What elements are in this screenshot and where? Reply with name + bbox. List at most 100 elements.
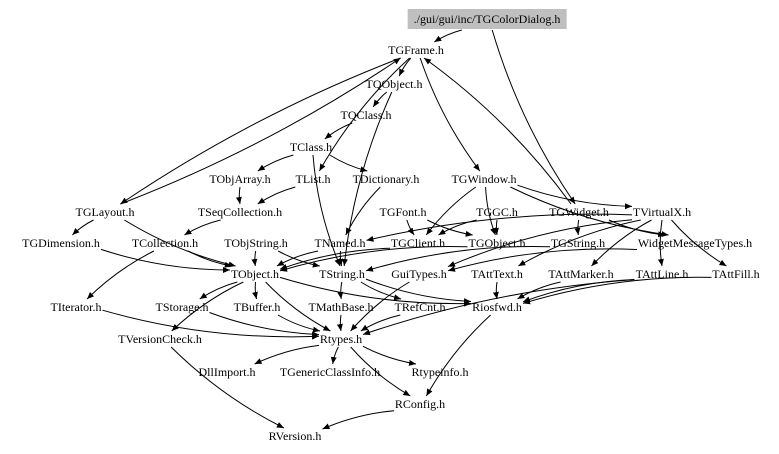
node-tattfill[interactable]: TAttFill.h [712, 267, 760, 281]
edge-tseqcollection-to-tcollection [184, 219, 221, 236]
edge-tcollection-to-tobject [187, 250, 232, 268]
node-tobjstring[interactable]: TObjString.h [224, 236, 288, 250]
node-tstorage[interactable]: TStorage.h [155, 300, 209, 314]
edge-widgetmessagetypes-to-guitypes [447, 248, 638, 272]
node-tclass[interactable]: TClass.h [289, 140, 333, 154]
node-tattline[interactable]: TAttLine.h [635, 267, 689, 281]
node-tgframe[interactable]: TGFrame.h [388, 43, 444, 57]
edge-guitypes-to-rtypes [350, 281, 410, 332]
edge-tatttext-to-riosfwd [492, 281, 499, 300]
node-guitypes[interactable]: GuiTypes.h [391, 267, 447, 281]
edge-tclass-to-tstring [312, 154, 341, 267]
edge-rtypes-to-dllimport [254, 344, 320, 365]
node-tgdimension[interactable]: TGDimension.h [22, 236, 100, 250]
node-tstring[interactable]: TString.h [319, 267, 365, 281]
node-tseqcollection[interactable]: TSeqCollection.h [197, 205, 283, 219]
edge-tattfill-to-riosfwd [522, 276, 712, 305]
edge-tvirtualx-to-tnamed [366, 213, 633, 242]
edge-tstring-to-riosfwd [365, 278, 472, 305]
node-tobjarray[interactable]: TObjArray.h [209, 172, 271, 186]
node-tlist[interactable]: TList.h [295, 172, 331, 186]
edge-tstring-to-tmathbase [337, 281, 344, 300]
edge-rtypes-to-rtypeinfo [362, 345, 417, 366]
node-titerator[interactable]: TIterator.h [50, 300, 102, 314]
edge-tobject-to-rtypes [265, 281, 331, 332]
node-riosfwd[interactable]: Riosfwd.h [472, 300, 522, 314]
node-tgwidget[interactable]: TGWidget.h [549, 205, 609, 219]
node-rconfig[interactable]: RConfig.h [394, 397, 446, 411]
edge-tmathbase-to-rtypes [336, 314, 343, 332]
edge-tggc-to-tgobject [492, 219, 499, 236]
edge-tnamed-to-tstring [337, 250, 343, 267]
node-trefcnt[interactable]: TRefCnt.h [394, 300, 446, 314]
node-tattmarker[interactable]: TAttMarker.h [548, 267, 614, 281]
edge-tvirtualx-to-tatttext [518, 219, 641, 267]
edge-tobject-to-riosfwd [279, 276, 472, 307]
node-tbuffer[interactable]: TBuffer.h [233, 300, 281, 314]
node-tqclass[interactable]: TQClass.h [340, 108, 392, 122]
node-tcollection[interactable]: TCollection.h [131, 236, 199, 250]
edge-tgframe-to-tqobject [398, 57, 412, 77]
edge-trefcnt-to-rtypes [360, 314, 401, 332]
edge-tqobject-to-tqclass [372, 91, 388, 108]
edge-tobjarray-to-tseqcollection [235, 186, 242, 205]
node-tgenericclassinfo[interactable]: TGenericClassInfo.h [279, 365, 381, 379]
edge-riosfwd-to-rconfig [425, 314, 491, 397]
edge-tgframe-to-tglayout [120, 57, 401, 205]
node-widgetmessagetypes[interactable]: WidgetMessageTypes.h [637, 236, 753, 250]
edge-tgobject-to-tobject [279, 246, 468, 272]
edge-tobjstring-to-tobject [251, 250, 258, 267]
edge-tobject-to-tbuffer [252, 281, 258, 300]
node-tggc[interactable]: TGGC.h [476, 205, 518, 219]
edge-tgdimension-to-tobject [100, 248, 231, 273]
edge-tstring-to-trefcnt [360, 281, 402, 301]
edge-tcollection-to-titerator [86, 250, 155, 300]
node-tgfont[interactable]: TGFont.h [379, 205, 427, 219]
edge-tgclient-to-tobject [279, 247, 391, 270]
edge-tbuffer-to-rtypes [277, 314, 321, 333]
edge-tqobject-to-tstring [341, 91, 393, 267]
node-tgobject[interactable]: TGObject.h [468, 236, 526, 250]
edge-root-to-tgframe [434, 29, 462, 43]
node-tnamed[interactable]: TNamed.h [314, 236, 366, 250]
edge-tgwindow-to-widgetmessagetypes [510, 186, 669, 238]
edge-tdictionary-to-tnamed [345, 186, 381, 236]
node-rversion[interactable]: RVersion.h [268, 429, 322, 443]
edge-tgframe-to-tgwindow [419, 57, 481, 172]
edge-tglayout-to-tgdimension [72, 219, 94, 236]
edge-tgstring-to-tstring [365, 245, 551, 272]
edge-tgwindow-to-tgclient [425, 186, 477, 236]
edge-tvirtualx-to-tattline [657, 219, 664, 267]
edge-tversioncheck-to-rversion [170, 346, 285, 429]
edge-tgframe-to-tlist [318, 57, 410, 172]
node-tqobject[interactable]: TQObject.h [365, 77, 423, 91]
edge-root-to-tgwidget [491, 29, 576, 205]
node-tdictionary[interactable]: TDictionary.h [352, 172, 420, 186]
edge-tglayout-to-tobject [124, 219, 236, 268]
edge-tattline-to-rtypes [362, 279, 635, 336]
edge-tobject-to-tstorage [199, 281, 238, 300]
node-tmathbase[interactable]: TMathBase.h [308, 300, 374, 314]
node-root[interactable]: ./gui/gui/inc/TGColorDialog.h [407, 9, 567, 29]
edge-tclass-to-tobjarray [257, 154, 294, 172]
edge-tqclass-to-tclass [324, 122, 353, 140]
edge-tgfont-to-tgclient [406, 219, 415, 236]
edge-rconfig-to-rversion [322, 410, 395, 430]
node-rtypeinfo[interactable]: Rtypeinfo.h [411, 365, 469, 379]
edge-titerator-to-rtypes [102, 309, 320, 340]
node-tatttext[interactable]: TAttText.h [471, 267, 523, 281]
node-tversioncheck[interactable]: TVersionCheck.h [118, 332, 202, 346]
node-tgstring[interactable]: TGString.h [550, 236, 606, 250]
node-tobject[interactable]: TObject.h [230, 267, 280, 281]
node-tgclient[interactable]: TGClient.h [390, 236, 446, 250]
node-tglayout[interactable]: TGLayout.h [75, 205, 135, 219]
edge-tobjstring-to-tstring [277, 250, 320, 268]
node-tvirtualx[interactable]: TVirtualX.h [632, 205, 692, 219]
edge-tstorage-to-rtypes [209, 312, 320, 338]
node-dllimport[interactable]: DllImport.h [198, 365, 256, 379]
edge-tobject-to-tversioncheck [171, 281, 244, 332]
node-rtypes[interactable]: Rtypes.h [319, 332, 363, 346]
node-tgwindow[interactable]: TGWindow.h [451, 172, 517, 186]
edge-tgwindow-to-tvirtualx [517, 184, 633, 210]
edge-tclass-to-tdictionary [329, 154, 368, 173]
